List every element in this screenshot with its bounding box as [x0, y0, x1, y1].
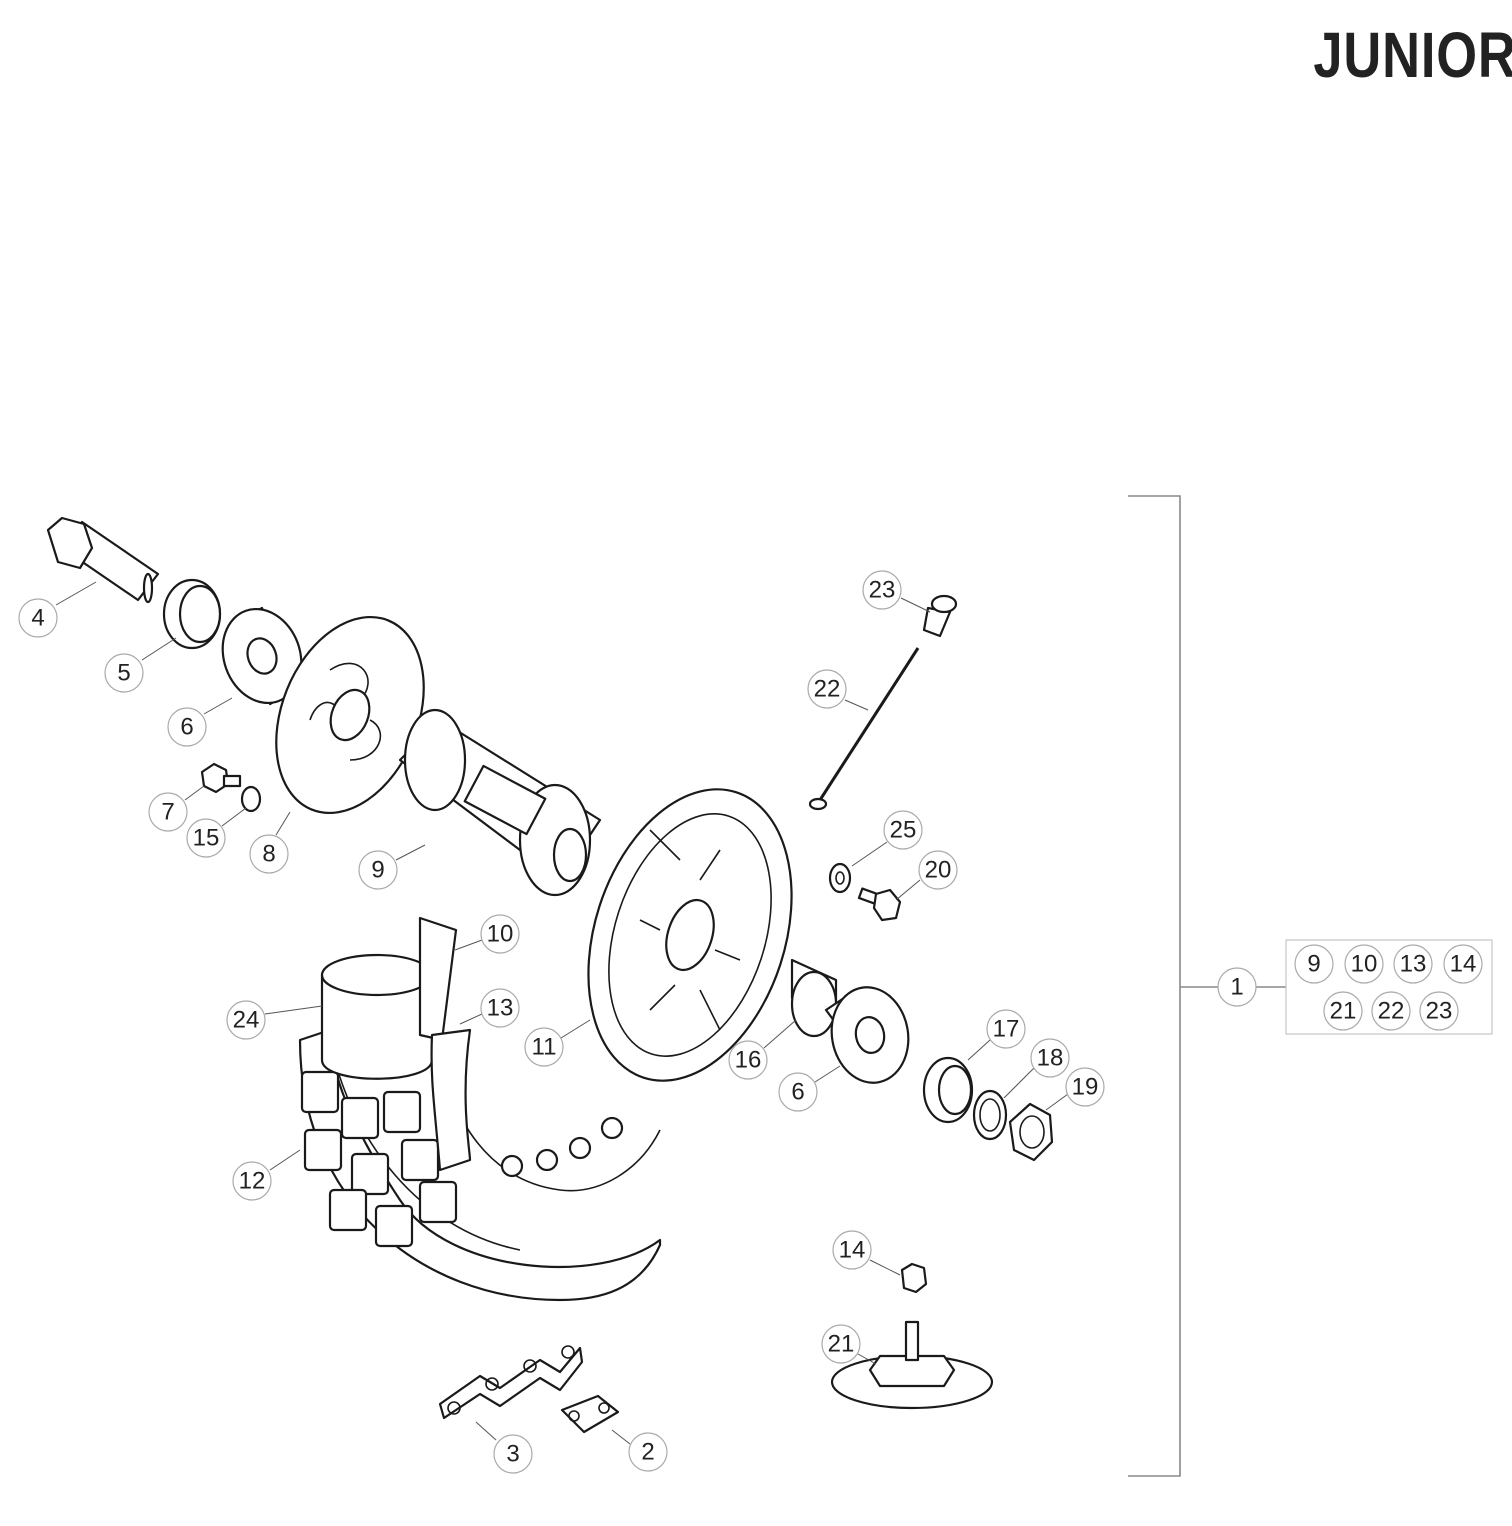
svg-text:11: 11 — [532, 1034, 557, 1061]
kit-item-22: 22 — [1371, 991, 1411, 1031]
callout-10: 10 — [480, 914, 520, 954]
svg-text:3: 3 — [506, 1441, 519, 1468]
callout-19: 19 — [1065, 1067, 1105, 1107]
callout-7: 7 — [148, 792, 188, 832]
svg-text:9: 9 — [371, 857, 384, 884]
callout-3: 3 — [493, 1434, 533, 1474]
callout-13: 13 — [480, 988, 520, 1028]
master-link-part — [560, 1394, 620, 1434]
svg-text:21: 21 — [828, 1331, 855, 1358]
svg-text:10: 10 — [487, 921, 514, 948]
kit-item-13: 13 — [1393, 944, 1433, 984]
svg-text:7: 7 — [161, 799, 174, 826]
kit-item-14: 14 — [1443, 944, 1483, 984]
right-washer-part — [972, 1089, 1008, 1141]
svg-text:12: 12 — [239, 1168, 266, 1195]
tube-part — [320, 953, 434, 1080]
callout-14: 14 — [832, 1230, 872, 1270]
callout-9: 9 — [358, 850, 398, 890]
callout-25: 25 — [883, 810, 923, 850]
callout-11: 11 — [524, 1027, 564, 1067]
svg-text:8: 8 — [262, 841, 275, 868]
axle-nut-part — [1008, 1102, 1054, 1162]
callout-23: 23 — [862, 570, 902, 610]
callout-17: 17 — [986, 1009, 1026, 1049]
spacer-part — [162, 578, 222, 650]
callout-2: 2 — [628, 1432, 668, 1472]
svg-text:19: 19 — [1072, 1074, 1099, 1101]
callout-22: 22 — [807, 669, 847, 709]
tyre-part — [298, 1028, 662, 1302]
callout-20: 20 — [918, 850, 958, 890]
svg-text:23: 23 — [1426, 998, 1453, 1025]
kit-item-10: 10 — [1344, 944, 1384, 984]
callout-6-left: 6 — [167, 707, 207, 747]
svg-text:6: 6 — [180, 714, 193, 741]
callout-21: 21 — [821, 1324, 861, 1364]
svg-text:18: 18 — [1037, 1045, 1064, 1072]
spoke-part — [808, 647, 920, 811]
sprocket-washer-part — [828, 862, 852, 894]
brand-logo: JUNIOR — [1313, 19, 1512, 91]
callout-1: 1 — [1217, 967, 1257, 1007]
svg-text:16: 16 — [735, 1047, 762, 1074]
kit-item-21: 21 — [1323, 991, 1363, 1031]
svg-text:5: 5 — [117, 660, 130, 687]
svg-text:9: 9 — [1307, 951, 1320, 978]
svg-text:22: 22 — [814, 676, 841, 703]
callout-6-right: 6 — [778, 1072, 818, 1112]
sprocket-bolt-part — [857, 887, 902, 922]
rim-tape-part — [418, 916, 472, 1172]
axle-part — [46, 516, 160, 604]
callout-24: 24 — [226, 1000, 266, 1040]
svg-text:21: 21 — [1330, 998, 1357, 1025]
callout-12: 12 — [232, 1161, 272, 1201]
svg-text:4: 4 — [31, 605, 44, 632]
callout-15: 15 — [186, 818, 226, 858]
svg-text:6: 6 — [791, 1079, 804, 1106]
svg-text:2: 2 — [641, 1439, 654, 1466]
callout-8: 8 — [249, 834, 289, 874]
svg-text:15: 15 — [193, 825, 220, 852]
svg-text:22: 22 — [1378, 998, 1405, 1025]
spacer-tube-part — [790, 958, 838, 1038]
rim-lock-nut-part — [900, 1262, 928, 1294]
svg-text:1: 1 — [1230, 974, 1243, 1001]
hub-part — [398, 708, 602, 897]
callout-5: 5 — [104, 653, 144, 693]
svg-text:10: 10 — [1351, 951, 1378, 978]
callout-18: 18 — [1030, 1038, 1070, 1078]
bearing-right-part — [824, 986, 910, 1084]
callout-4: 4 — [18, 598, 58, 638]
nipple-part — [922, 594, 958, 638]
kit-item-9: 9 — [1294, 944, 1334, 984]
right-spacer-part — [922, 1056, 974, 1124]
leader-lines — [55, 581, 1069, 1445]
svg-text:23: 23 — [869, 577, 896, 604]
disc-bolt-part — [200, 762, 262, 813]
svg-text:25: 25 — [890, 817, 917, 844]
svg-text:13: 13 — [1400, 951, 1427, 978]
svg-text:20: 20 — [925, 857, 952, 884]
rim-lock-part — [830, 1320, 994, 1410]
svg-text:13: 13 — [487, 995, 514, 1022]
kit-item-23: 23 — [1419, 991, 1459, 1031]
svg-text:24: 24 — [233, 1007, 260, 1034]
svg-text:17: 17 — [993, 1016, 1020, 1043]
bearing-left-part — [221, 606, 303, 706]
svg-text:14: 14 — [1450, 951, 1477, 978]
callout-16: 16 — [728, 1040, 768, 1080]
chain-part — [438, 1345, 584, 1420]
sprocket-part — [587, 788, 793, 1082]
svg-text:14: 14 — [839, 1237, 866, 1264]
assembly-bracket — [1128, 495, 1286, 1477]
